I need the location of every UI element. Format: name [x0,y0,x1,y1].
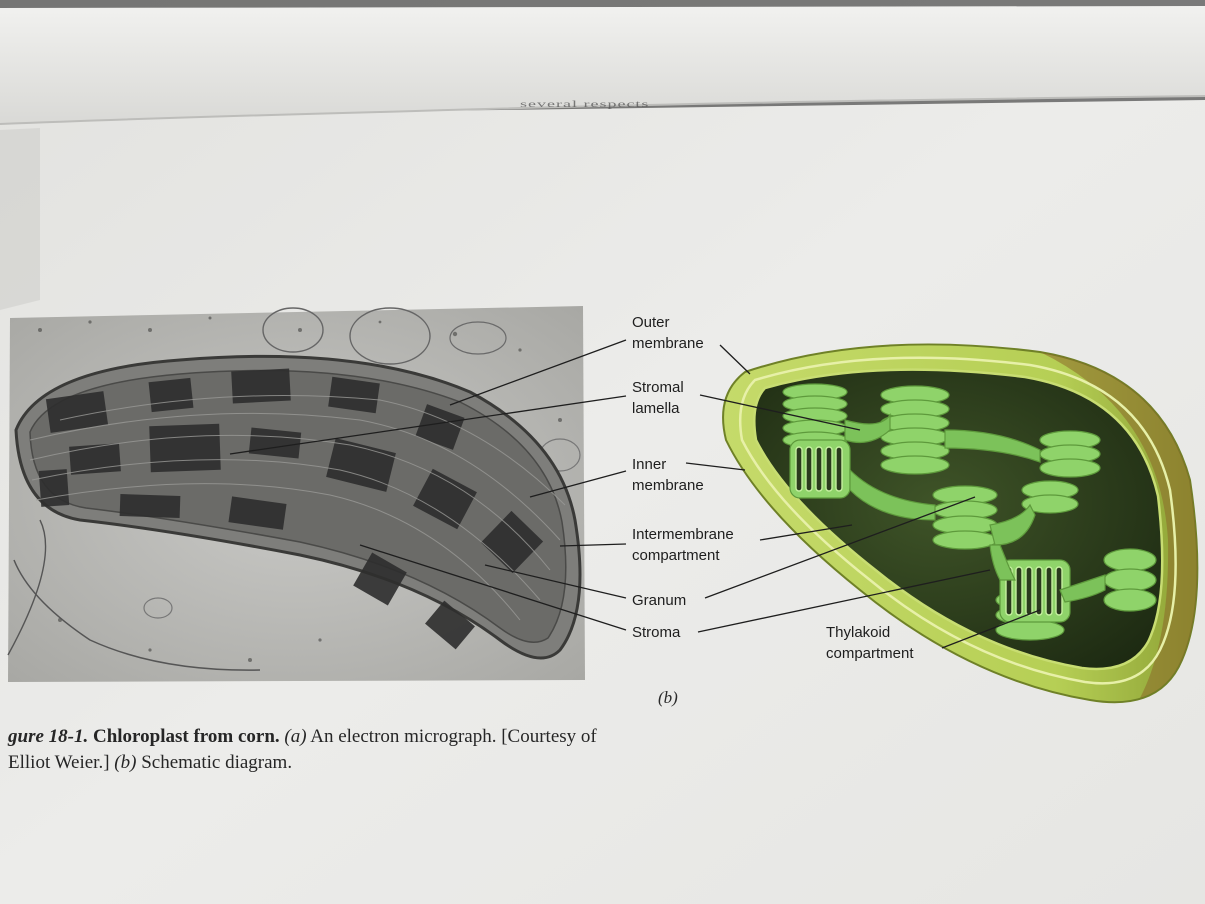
label-stromal-lamella-line2: lamella [632,400,680,417]
figure-title: Chloroplast from corn. [93,726,280,747]
figure-number: gure 18-1. [8,726,88,747]
caption-line2-start: Elliot Weier.] [8,752,110,773]
caption-part-b-text: Schematic diagram. [141,752,292,773]
label-intermembrane-compartment: Intermembrane compartment [632,524,734,566]
label-stroma: Stroma [632,622,680,643]
label-inner-membrane: Inner membrane [632,454,704,496]
label-stromal-lamella-line1: Stromal [632,379,684,396]
caption-part-b-tag: (b) [114,752,136,773]
label-outer-membrane-line1: Outer [632,314,670,331]
caption-part-a-tag: (a) [284,726,306,747]
label-granum: Granum [632,590,686,611]
label-thylakoid-line1: Thylakoid [826,624,890,641]
bleed-through-text: several respects [520,98,649,110]
electron-micrograph [8,306,585,682]
label-intermembrane-line2: compartment [632,547,720,564]
label-inner-membrane-line1: Inner [632,456,666,473]
label-outer-membrane: Outer membrane [632,312,704,354]
panel-b-tag: (b) [658,688,678,708]
figure-caption: gure 18-1. Chloroplast from corn. (a) An… [8,724,788,776]
caption-part-a-text: An electron micrograph. [Courtesy of [310,726,597,747]
label-thylakoid-compartment: Thylakoid compartment [826,622,914,664]
label-outer-membrane-line2: membrane [632,335,704,352]
label-inner-membrane-line2: membrane [632,477,704,494]
label-thylakoid-line2: compartment [826,645,914,662]
label-stromal-lamella: Stromal lamella [632,377,684,419]
label-intermembrane-line1: Intermembrane [632,526,734,543]
